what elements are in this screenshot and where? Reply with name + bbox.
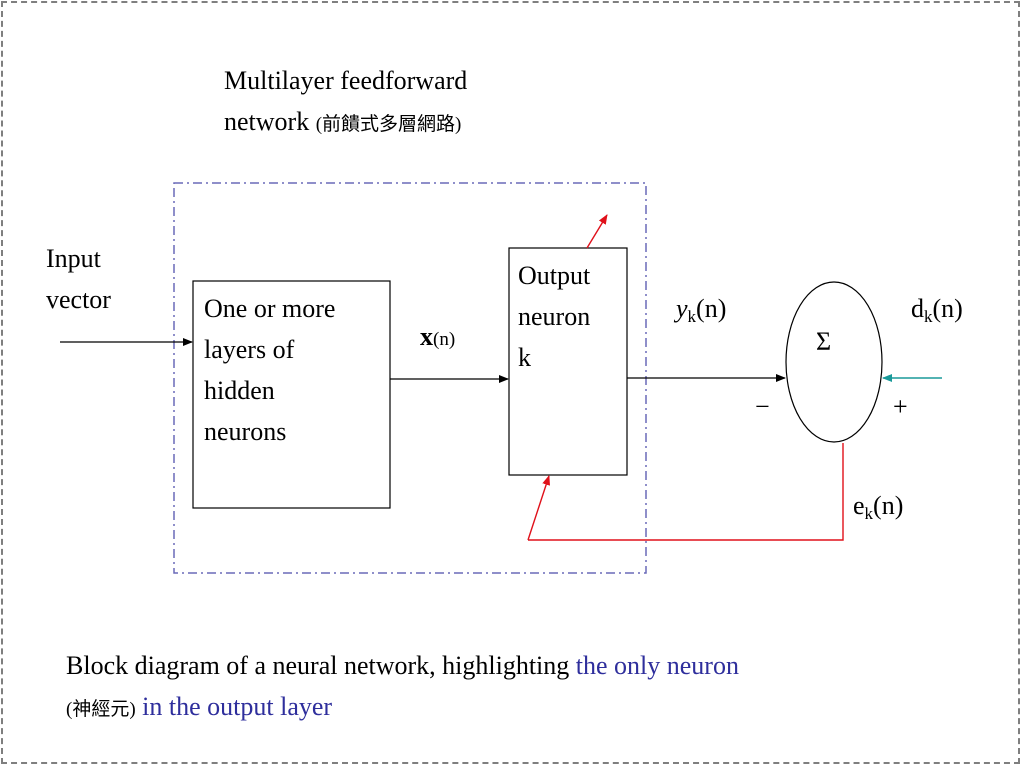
error-feedback-path — [528, 443, 844, 541]
x-arg: (n) — [433, 329, 456, 350]
x-signal-label: x(n) — [420, 316, 455, 361]
hidden-label-line2: layers of — [204, 335, 295, 364]
title-chinese: (前饋式多層網路) — [315, 114, 462, 135]
caption-line1: Block diagram of a neural network, highl… — [66, 645, 739, 687]
d-sub: k — [924, 307, 933, 326]
output-neuron-block — [508, 247, 628, 476]
hidden-label-line4: neurons — [204, 417, 287, 446]
hidden-label-line1: One or more — [204, 294, 336, 323]
caption-highlight-2: in the output layer — [142, 692, 333, 721]
input-label-line2: vector — [46, 285, 111, 314]
d-signal-label: dk(n) — [911, 288, 963, 338]
d-arg: (n) — [932, 294, 963, 323]
y-sub: k — [687, 307, 697, 326]
caption-chinese: (神經元) — [66, 699, 136, 720]
output-label-line3: k — [518, 343, 531, 372]
sigma-symbol: Σ — [816, 327, 832, 356]
error-feedback-arrow — [527, 475, 550, 541]
y-signal-label: yk(n) — [676, 288, 726, 338]
d-symbol: d — [911, 294, 924, 323]
x-symbol: x — [420, 322, 433, 351]
input-label-line1: Input — [46, 244, 101, 273]
e-signal-label: ek(n) — [853, 485, 903, 535]
y-arg: (n) — [696, 294, 727, 323]
weight-adjust-arrow — [586, 214, 608, 249]
output-label-line2: neuron — [518, 302, 591, 331]
e-symbol: e — [853, 491, 865, 520]
caption-highlight-1: the only neuron — [575, 651, 739, 680]
y-symbol: y — [676, 294, 688, 323]
hidden-layers-block — [192, 280, 391, 509]
diagram-title-line1: Multilayer feedforward — [224, 66, 468, 95]
minus-sign: − — [755, 392, 770, 421]
caption-line2: (神經元) in the output layer — [66, 686, 332, 731]
diagram-title-line2: network (前饋式多層網路) — [224, 101, 461, 146]
summing-junction — [785, 281, 883, 443]
hidden-label-line3: hidden — [204, 376, 275, 405]
plus-sign: + — [893, 392, 908, 421]
e-arg: (n) — [873, 491, 904, 520]
e-sub: k — [864, 504, 874, 523]
caption-text: Block diagram of a neural network, highl… — [66, 651, 570, 680]
title-network-word: network — [224, 107, 310, 136]
output-label-line1: Output — [518, 261, 591, 290]
